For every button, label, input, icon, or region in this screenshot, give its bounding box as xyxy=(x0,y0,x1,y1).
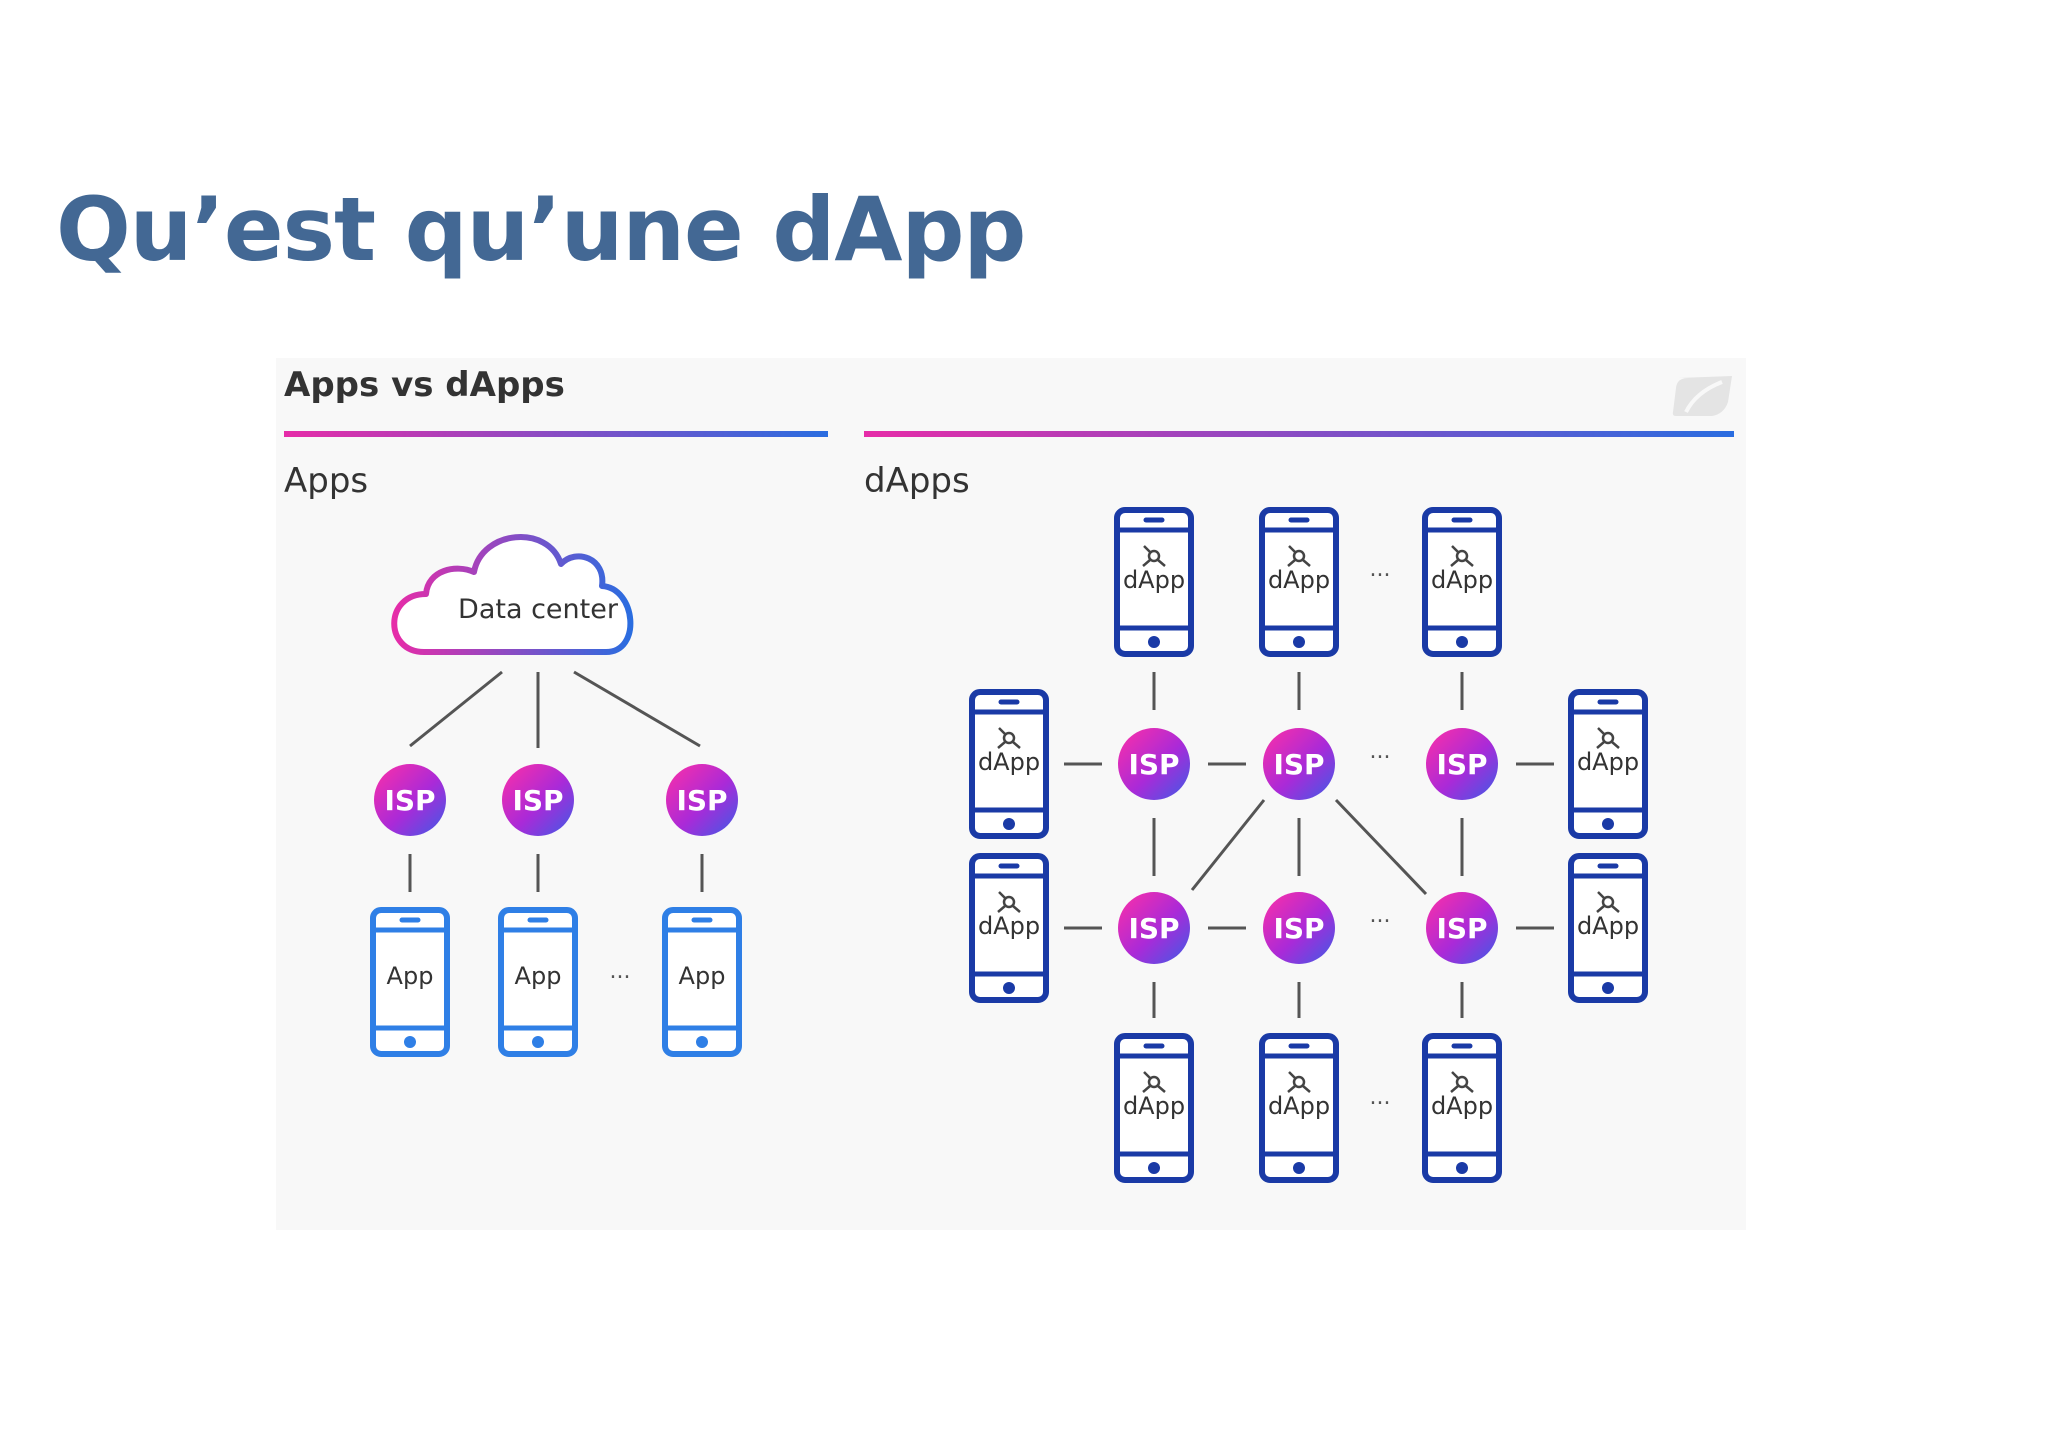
dapps-underline xyxy=(864,431,1734,437)
app-label: App xyxy=(679,962,726,990)
dapps-isp-node-5: ISP xyxy=(1263,892,1335,964)
dapp-label: dApp xyxy=(978,748,1040,776)
apps-isp-group: ISP ISP ISP xyxy=(374,764,738,836)
dapps-isp-top-ellipsis: ... xyxy=(1370,739,1391,764)
dapp-phone-5: dApp xyxy=(1568,689,1648,839)
isp-label: ISP xyxy=(676,784,727,817)
isp-node-icon xyxy=(1263,892,1335,964)
phone-icon xyxy=(1422,1033,1502,1183)
network-node-icon xyxy=(1287,545,1311,567)
apps-section-label: Apps xyxy=(284,461,368,501)
dapp-label: dApp xyxy=(1577,748,1639,776)
network-node-icon xyxy=(1450,1071,1474,1093)
isp-node-icon xyxy=(374,764,446,836)
isp-label: ISP xyxy=(1128,912,1179,945)
app-phone-1: App xyxy=(370,907,450,1057)
network-node-icon xyxy=(997,891,1021,913)
leaf-logo-icon xyxy=(1672,376,1732,416)
cloud-icon xyxy=(391,534,634,655)
data-center-label: Data center xyxy=(458,594,619,625)
dapps-section-label: dApps xyxy=(864,461,970,501)
isp-label: ISP xyxy=(1436,748,1487,781)
dapp-phone-9: dApp xyxy=(1259,1033,1339,1183)
phone-icon xyxy=(370,907,450,1057)
dapp-label: dApp xyxy=(1577,912,1639,940)
dapp-label: dApp xyxy=(1123,566,1185,594)
dapp-phone-8: dApp xyxy=(1114,1033,1194,1183)
dapp-label: dApp xyxy=(1123,1092,1185,1120)
isp-node-icon xyxy=(1263,728,1335,800)
figure-header: Apps vs dApps xyxy=(284,365,565,405)
phone-icon xyxy=(1114,507,1194,657)
dapp-label: dApp xyxy=(1431,566,1493,594)
dapp-label: dApp xyxy=(1431,1092,1493,1120)
dapps-bottom-ellipsis: ... xyxy=(1370,1085,1391,1110)
isp-node-icon xyxy=(1426,728,1498,800)
isp-node-icon xyxy=(1118,728,1190,800)
dapps-top-ellipsis: ... xyxy=(1370,557,1391,582)
diagram-canvas: Apps vs dApps Apps dApps Data center ISP… xyxy=(284,365,1734,1183)
apps-vs-dapps-figure: Apps vs dApps Apps dApps Data center ISP… xyxy=(276,358,1746,1230)
network-node-icon xyxy=(1142,1071,1166,1093)
phone-icon xyxy=(662,907,742,1057)
apps-isp-node-3: ISP xyxy=(666,764,738,836)
network-node-icon xyxy=(997,727,1021,749)
dapp-phone-1: dApp xyxy=(1114,507,1194,657)
apps-isp-node-1: ISP xyxy=(374,764,446,836)
phone-icon xyxy=(969,689,1049,839)
dapps-connectors xyxy=(1064,672,1554,1018)
isp-node-icon xyxy=(1118,892,1190,964)
dapps-isp-node-4: ISP xyxy=(1118,892,1190,964)
phone-icon xyxy=(969,853,1049,1003)
dapp-phone-3: dApp xyxy=(1422,507,1502,657)
isp-label: ISP xyxy=(384,784,435,817)
app-phone-2: App xyxy=(498,907,578,1057)
dapps-phone-group: dApp dApp dApp dApp dApp dApp dApp dApp dApp dApp xyxy=(969,507,1648,1183)
network-node-icon xyxy=(1596,727,1620,749)
network-node-icon xyxy=(1596,891,1620,913)
isp-label: ISP xyxy=(1273,748,1324,781)
apps-connectors xyxy=(408,670,704,892)
phone-icon xyxy=(1114,1033,1194,1183)
dapps-isp-node-1: ISP xyxy=(1118,728,1190,800)
apps-isp-node-2: ISP xyxy=(502,764,574,836)
dapp-phone-7: dApp xyxy=(1568,853,1648,1003)
isp-label: ISP xyxy=(1436,912,1487,945)
dapp-phone-2: dApp xyxy=(1259,507,1339,657)
network-node-icon xyxy=(1450,545,1474,567)
app-label: App xyxy=(387,962,434,990)
isp-label: ISP xyxy=(1273,912,1324,945)
slide-title: Qu’est qu’une dApp xyxy=(56,178,1026,281)
apps-phone-group: App App App xyxy=(370,907,742,1057)
dapp-label: dApp xyxy=(1268,1092,1330,1120)
phone-icon xyxy=(498,907,578,1057)
dapp-phone-4: dApp xyxy=(969,689,1049,839)
dapps-isp-node-2: ISP xyxy=(1263,728,1335,800)
dapps-isp-node-3: ISP xyxy=(1426,728,1498,800)
apps-ellipsis: ... xyxy=(610,959,631,984)
phone-icon xyxy=(1422,507,1502,657)
network-node-icon xyxy=(1287,1071,1311,1093)
dapps-isp-bottom-ellipsis: ... xyxy=(1370,903,1391,928)
dapp-label: dApp xyxy=(1268,566,1330,594)
phone-icon xyxy=(1568,853,1648,1003)
apps-underline xyxy=(284,431,828,437)
isp-node-icon xyxy=(1426,892,1498,964)
phone-icon xyxy=(1259,507,1339,657)
dapps-isp-group: ISP ISP ISP ISP ISP ISP xyxy=(1118,728,1498,964)
dapp-label: dApp xyxy=(978,912,1040,940)
dapp-phone-6: dApp xyxy=(969,853,1049,1003)
network-node-icon xyxy=(1142,545,1166,567)
isp-label: ISP xyxy=(1128,748,1179,781)
phone-icon xyxy=(1259,1033,1339,1183)
phone-icon xyxy=(1568,689,1648,839)
dapp-phone-10: dApp xyxy=(1422,1033,1502,1183)
isp-label: ISP xyxy=(512,784,563,817)
isp-node-icon xyxy=(666,764,738,836)
isp-node-icon xyxy=(502,764,574,836)
app-label: App xyxy=(515,962,562,990)
app-phone-3: App xyxy=(662,907,742,1057)
dapps-isp-node-6: ISP xyxy=(1426,892,1498,964)
